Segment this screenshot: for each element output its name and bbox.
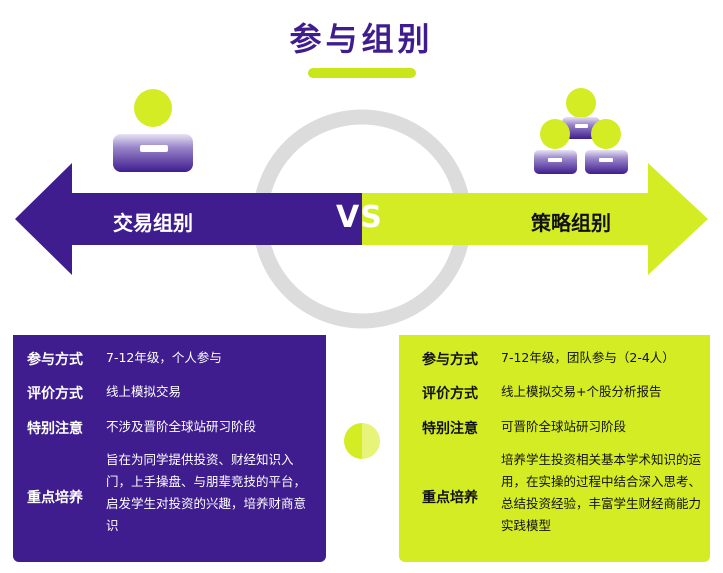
left-info-panel: 参与方式 7-12年级，个人参与 评价方式 线上模拟交易 特别注意 不涉及晋阶全… [13,335,326,562]
team-icon [534,88,628,174]
right-arrow [362,163,708,275]
row-value: 不涉及晋阶全球站研习阶段 [106,419,257,434]
right-info-panel: 参与方式 7-12年级，团队参与（2-4人） 评价方式 线上模拟交易+个股分析报… [399,335,710,562]
row-key: 评价方式 [27,386,83,402]
single-person-icon [113,89,193,172]
row-value: 可晋阶全球站研习阶段 [501,419,627,434]
row-value: 培养学生投资相关基本学术知识的运用，在实操的过程中结合深入思考、总结投资经验，丰… [501,452,702,533]
title-underline [308,68,416,78]
row-key: 特别注意 [422,421,478,437]
row-key: 参与方式 [422,352,478,368]
right-group-label: 策略组别 [531,211,611,235]
page-title: 参与组别 [289,20,434,58]
row-value: 7-12年级，团队参与（2-4人） [501,350,675,365]
row-key: 参与方式 [27,352,83,368]
row-value: 7-12年级，个人参与 [106,350,222,365]
row-key: 重点培养 [27,490,83,506]
row-key: 评价方式 [422,386,478,402]
row-key: 重点培养 [422,490,478,506]
vs-label: VS [336,200,383,235]
left-arrow [15,163,362,275]
split-dot-icon [344,423,380,459]
row-key: 特别注意 [27,421,83,437]
row-value: 旨在为同学提供投资、财经知识入门，上手操盘、与朋辈竞技的平台，启发学生对投资的兴… [106,452,307,533]
left-group-label: 交易组别 [113,211,193,235]
row-value: 线上模拟交易 [106,384,182,399]
row-value: 线上模拟交易+个股分析报告 [501,384,662,399]
